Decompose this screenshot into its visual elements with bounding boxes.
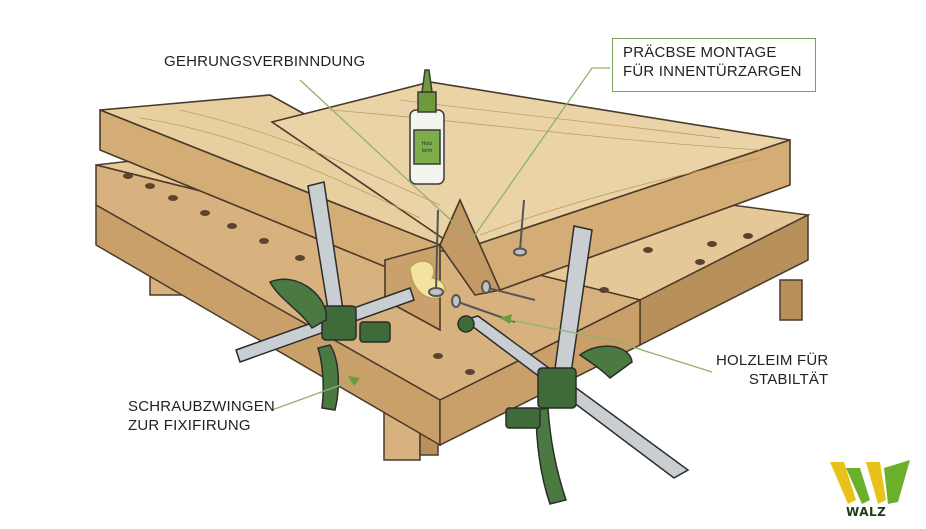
glue-bottle: Holz leim	[409, 69, 445, 185]
clamps-line-2: ZUR FIXIFIRUNG	[128, 416, 251, 434]
precise-mounting-label: PRÄCBSE MONTAGE FÜR INNENTÜRZARGEN	[612, 38, 816, 92]
wood-glue-line-2: STABILTÄT	[748, 370, 829, 388]
clamp-right	[457, 225, 690, 505]
wood-grain	[139, 99, 761, 236]
leader-lines	[271, 67, 713, 411]
leader-arrowheads	[348, 314, 512, 386]
clamps-label: SCHRAUBZWINGEN ZUR FIXIFIRUNG	[128, 398, 275, 436]
wood-glue-label: HOLZLEIM FÜR STABILTÄT	[716, 352, 828, 390]
svg-text:Holz: Holz	[422, 141, 433, 147]
precise-mounting-line-2: FÜR INNENTÜRZARGEN	[623, 62, 802, 80]
wood-glue-line-1: HOLZLEIM FÜR	[716, 352, 829, 369]
bench-holes	[123, 173, 753, 375]
miter-joint-text: GEHRUNGSVERBINNDUNG	[164, 53, 366, 70]
brand-logo-text: WALZ	[846, 505, 887, 519]
miter-joint-label: GEHRUNGSVERBINNDUNG	[164, 53, 365, 72]
clamps-line-1: SCHRAUBZWINGEN	[128, 398, 275, 415]
brand-logo-icon	[830, 460, 910, 504]
precise-mounting-line-1: PRÄCBSE MONTAGE	[623, 44, 777, 61]
svg-text:leim: leim	[422, 148, 433, 154]
clamp-left	[235, 181, 415, 411]
